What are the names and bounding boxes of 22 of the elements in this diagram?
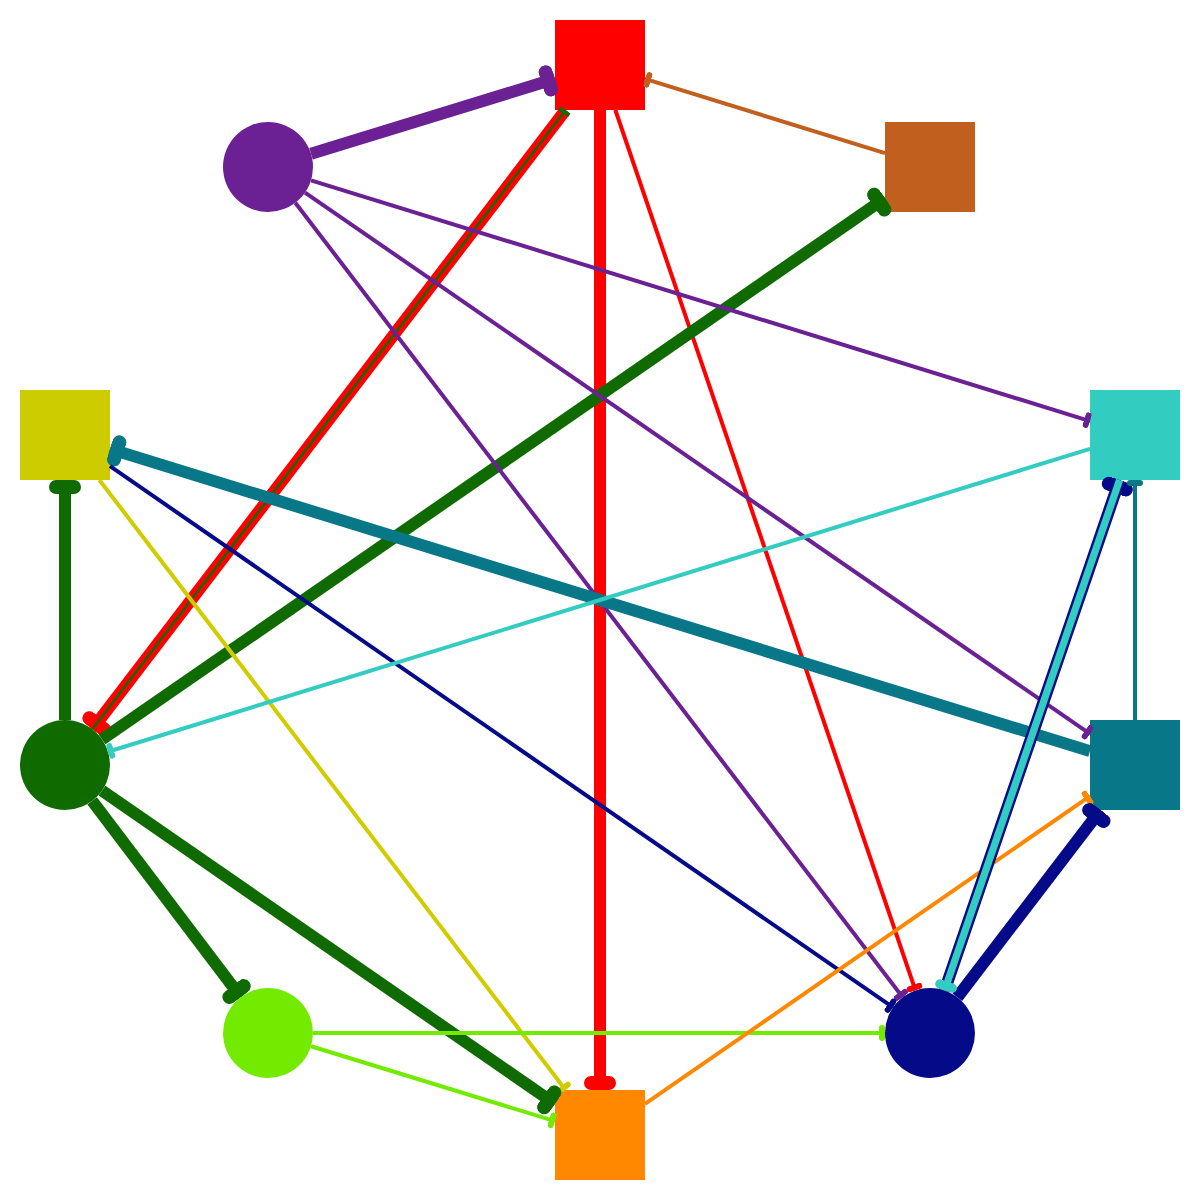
connector (613, 109, 924, 993)
circle-node (20, 720, 110, 810)
connector (642, 71, 886, 155)
square-node (885, 122, 975, 212)
square-node (1090, 720, 1180, 810)
connector (303, 190, 1095, 741)
connector (49, 480, 81, 720)
square-node (555, 1090, 645, 1180)
connector (97, 478, 572, 1095)
square-node (1090, 390, 1180, 480)
connector (1127, 480, 1143, 720)
connector (310, 1044, 558, 1129)
connector (87, 797, 254, 1007)
connector (310, 178, 1093, 429)
connector (309, 63, 560, 160)
connector (293, 201, 910, 1003)
square-node (555, 20, 645, 110)
connector (643, 789, 1095, 1106)
connector (584, 110, 616, 1090)
connector (108, 464, 898, 1014)
connector (313, 1025, 885, 1041)
square-node (20, 390, 110, 480)
